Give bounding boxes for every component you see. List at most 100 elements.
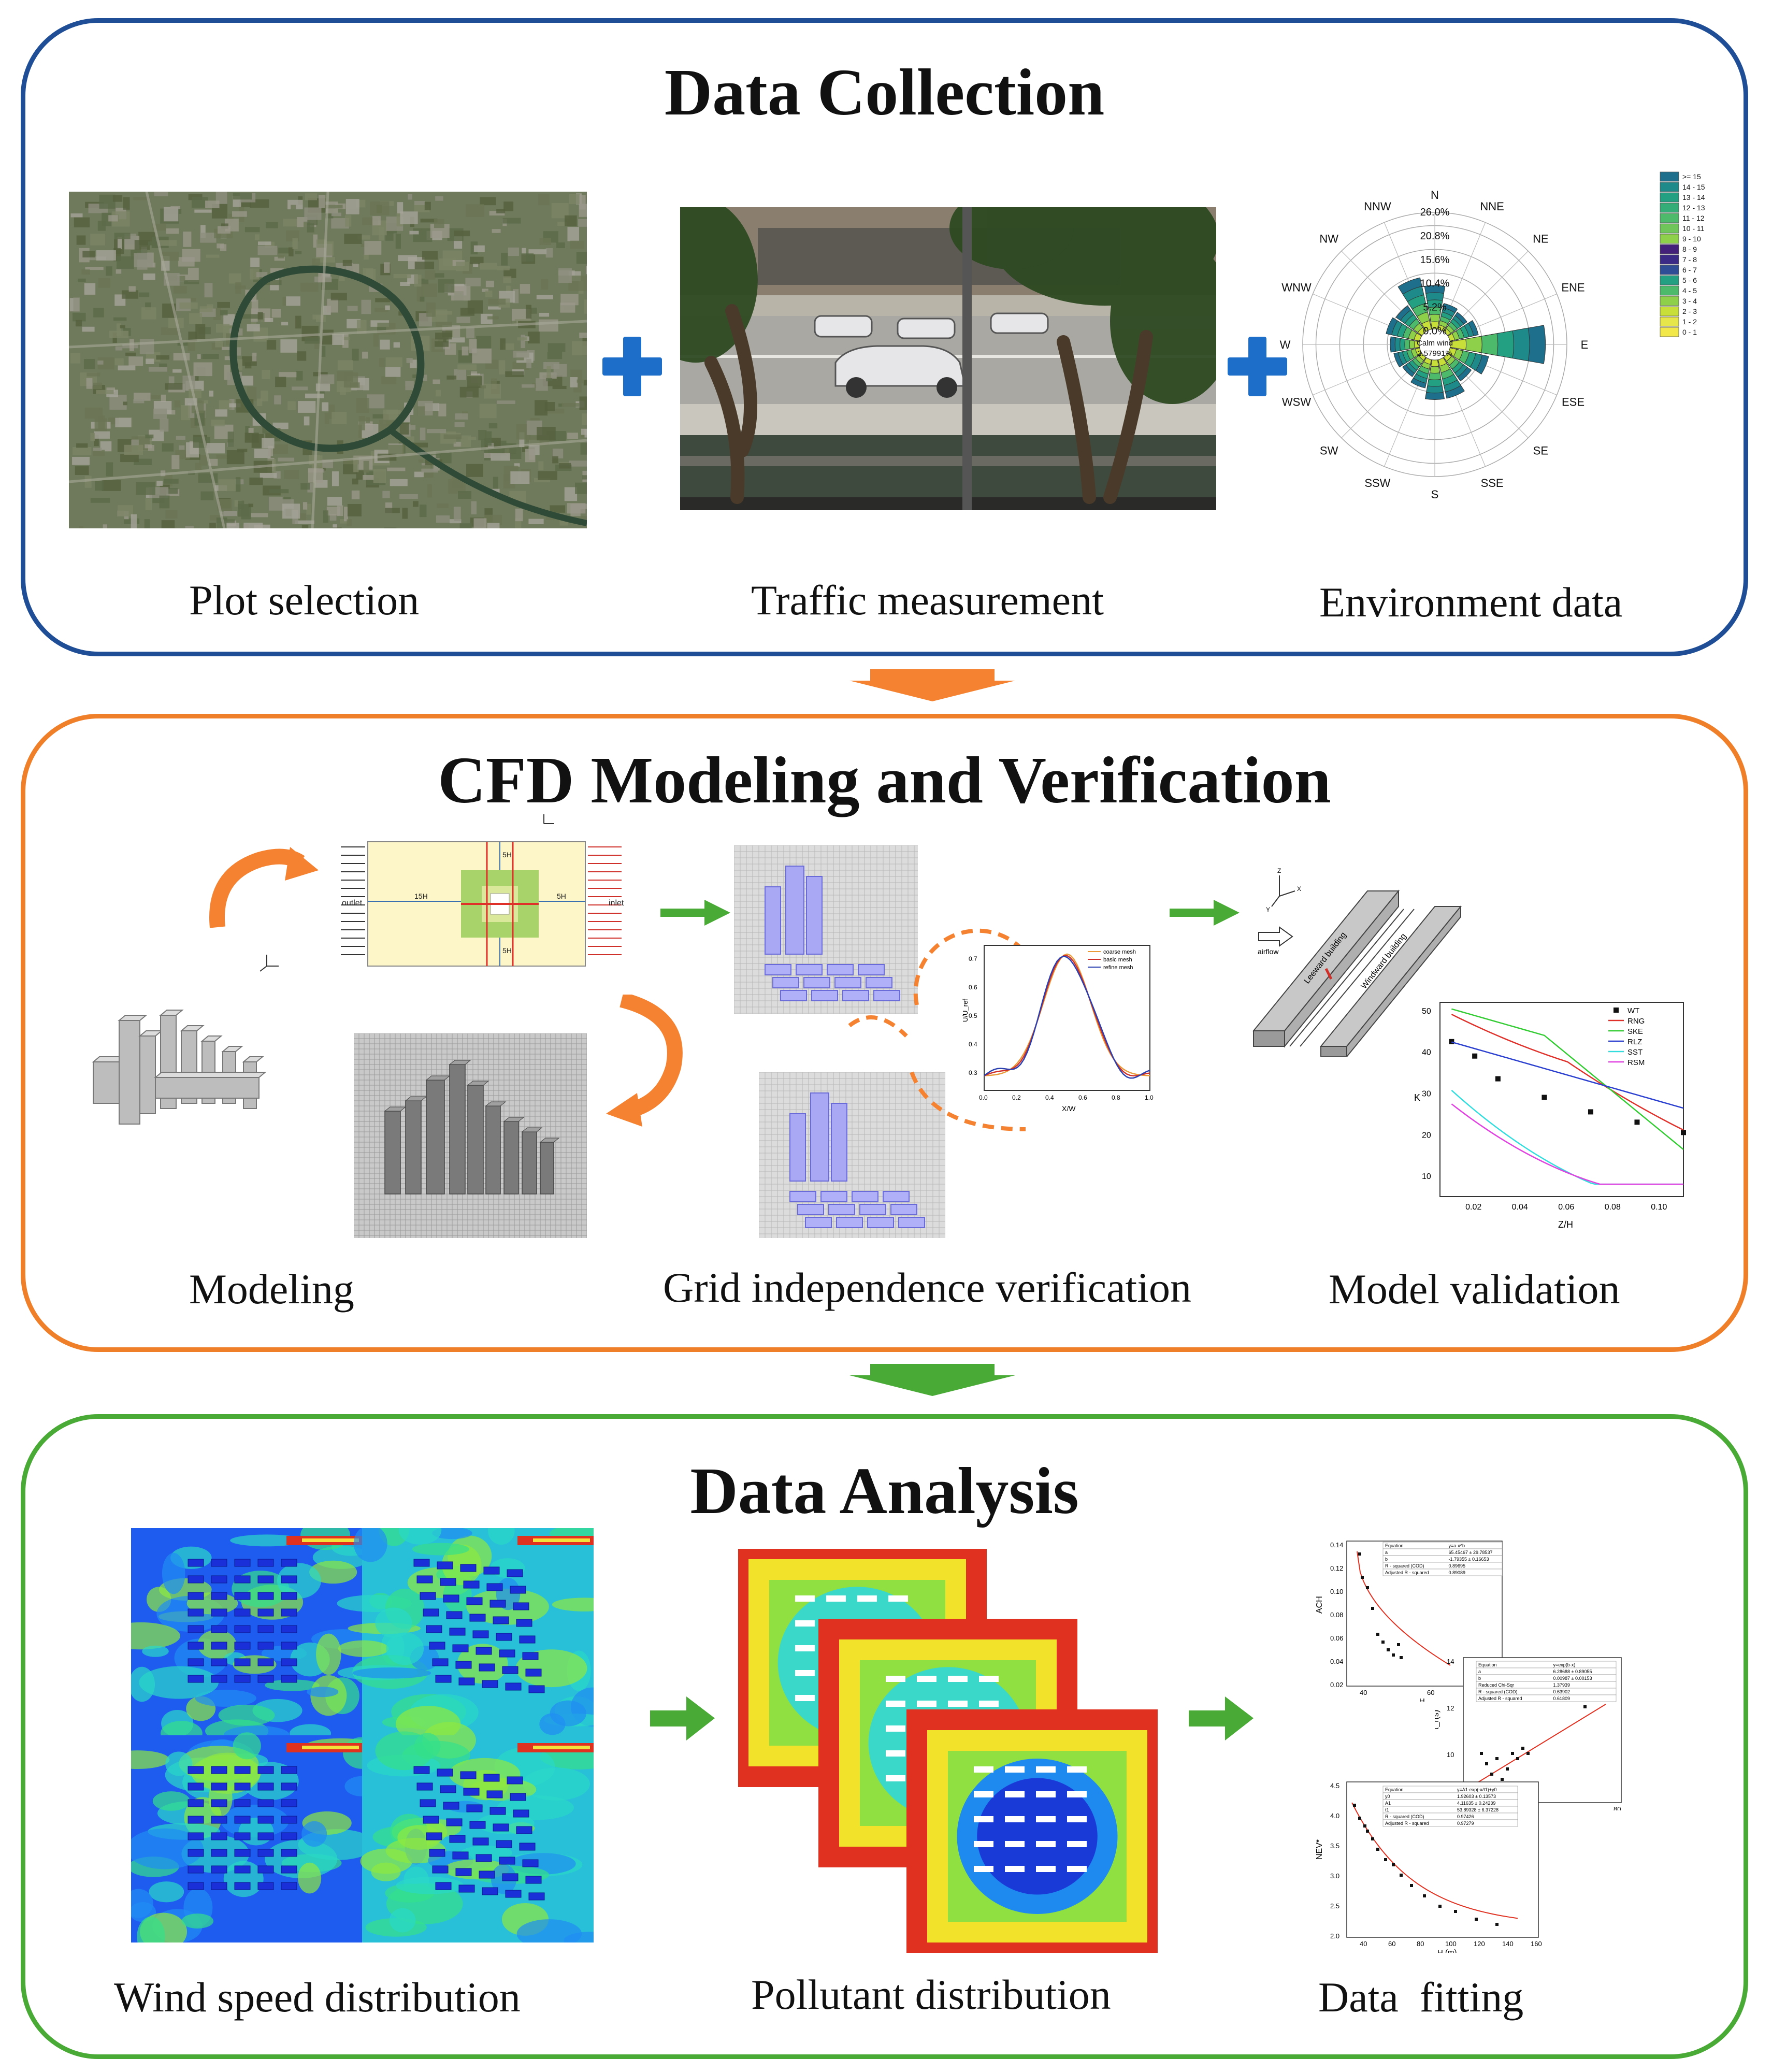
satellite-block: [81, 269, 90, 275]
satellite-block: [373, 334, 379, 347]
satellite-block: [578, 219, 587, 227]
fit-point: [1400, 1874, 1403, 1877]
satellite-block: [358, 416, 365, 430]
satellite-block: [564, 487, 578, 501]
satellite-block: [331, 212, 341, 217]
mesh-slab: [811, 990, 838, 1001]
wind-map-building: [211, 1799, 227, 1807]
wind-map-building: [505, 1890, 522, 1898]
satellite-block: [77, 278, 86, 282]
fit-table-key: a: [1385, 1550, 1388, 1555]
satellite-block: [438, 404, 446, 416]
fit-table-value: 53.89328 ± 6.37228: [1457, 1807, 1499, 1812]
wind-map-building: [449, 1628, 466, 1636]
satellite-block: [179, 445, 185, 450]
satellite-block: [161, 327, 179, 335]
satellite-block: [582, 475, 587, 480]
caption-wind-speed: Wind speed distribution: [114, 1974, 521, 2021]
satellite-block: [547, 352, 563, 359]
fit-table-cell: [1382, 1792, 1518, 1800]
rose-legend-swatch: [1660, 306, 1679, 316]
fit-ytick: 3.5: [1330, 1842, 1339, 1850]
satellite-block: [570, 377, 578, 387]
satellite-block: [226, 450, 244, 465]
rose-legend-swatch: [1660, 171, 1679, 182]
satellite-block: [332, 471, 339, 486]
grid-chart-ylabel: U/U_ref: [961, 999, 969, 1022]
satellite-block: [499, 360, 506, 375]
satellite-block: [426, 429, 446, 434]
rose-legend-swatch: [1660, 213, 1679, 223]
satellite-block: [501, 252, 508, 266]
mesh-slab: [852, 1191, 878, 1202]
pollutant-map-building: [1036, 1766, 1056, 1773]
satellite-block: [262, 438, 275, 449]
satellite-block: [522, 444, 528, 452]
satellite-block: [327, 298, 338, 313]
validation-wt-point: [1588, 1109, 1593, 1115]
fit-point: [1371, 1607, 1374, 1610]
satellite-block: [393, 274, 411, 279]
satellite-block: [325, 205, 343, 209]
wind-map-building: [489, 1807, 506, 1815]
rose-direction-label: SW: [1320, 444, 1338, 457]
satellite-block: [304, 207, 322, 220]
satellite-block: [117, 323, 122, 336]
wind-map-building: [496, 1840, 512, 1848]
satellite-block: [435, 341, 449, 347]
fit-point: [1361, 1576, 1364, 1579]
satellite-block: [345, 199, 359, 214]
validation-xtick: 0.10: [1651, 1203, 1667, 1212]
satellite-block: [216, 454, 231, 459]
satellite-block: [156, 355, 169, 360]
satellite-block: [159, 240, 177, 246]
wind-map-zone: [230, 1534, 304, 1547]
wind-map-building: [211, 1592, 227, 1600]
rose-ring-label: 15.6%: [1420, 254, 1450, 266]
rose-legend-swatch: [1660, 192, 1679, 203]
satellite-block: [304, 221, 310, 227]
fit-point: [1387, 1648, 1390, 1651]
satellite-block: [271, 444, 288, 454]
wind-map-zone: [218, 1704, 275, 1726]
satellite-block: [561, 403, 580, 407]
pollutant-map-building: [795, 1695, 815, 1701]
fit-ylabel: τ_r(s): [1435, 1710, 1440, 1730]
wind-map-zone: [137, 1917, 165, 1942]
satellite-block: [517, 337, 528, 341]
satellite-block: [436, 322, 452, 327]
satellite-block: [460, 435, 471, 448]
satellite-block: [327, 497, 342, 506]
satellite-block: [484, 383, 501, 399]
fit-table-value: 0.63902: [1553, 1689, 1571, 1694]
satellite-block: [344, 234, 362, 244]
wind-map-zone: [265, 1679, 320, 1691]
building-3d-model: [92, 1010, 267, 1125]
satellite-block: [414, 471, 424, 478]
satellite-block: [525, 449, 536, 463]
fit-point: [1501, 1778, 1504, 1781]
pollutant-map-building: [974, 1841, 993, 1847]
satellite-block: [319, 195, 326, 208]
satellite-block: [145, 444, 152, 449]
fit-xlabel: H (m): [1437, 1948, 1457, 1953]
satellite-block: [84, 407, 103, 419]
satellite-block: [560, 303, 575, 313]
satellite-block: [248, 427, 254, 433]
wind-map-building: [281, 1782, 297, 1791]
satellite-block: [522, 384, 535, 388]
fit-table-value: y=exp(b·x): [1553, 1662, 1576, 1667]
wind-map-building: [452, 1644, 469, 1652]
satellite-block: [345, 215, 352, 227]
satellite-block: [333, 527, 342, 528]
wind-map-building: [466, 1597, 483, 1605]
rose-direction-label: SSW: [1364, 477, 1390, 490]
right-arrow-green: [1189, 1696, 1254, 1740]
rose-legend-label: 10 - 11: [1682, 224, 1705, 233]
satellite-block: [209, 515, 221, 521]
satellite-block: [546, 366, 551, 379]
mesh-building-top: [539, 1138, 560, 1143]
pollutant-map-building: [974, 1791, 993, 1797]
satellite-block: [342, 460, 359, 465]
